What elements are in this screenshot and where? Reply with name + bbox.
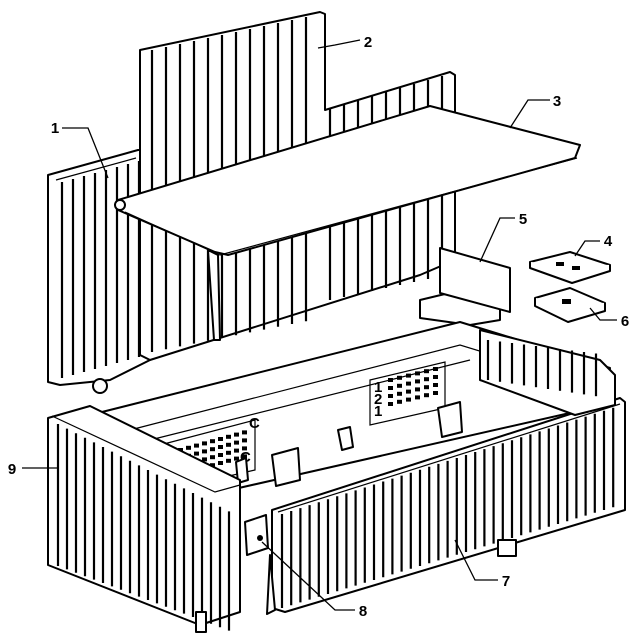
part-9-end-panel <box>47 405 241 633</box>
vent-slot <box>242 446 247 451</box>
vent-slot <box>210 447 215 452</box>
leader-lines <box>22 39 617 611</box>
vent-slot <box>433 375 438 379</box>
part-8-clip-plate <box>244 514 276 615</box>
part-1-left-side-panel <box>47 149 151 394</box>
right-end-ribs <box>486 340 598 397</box>
leader-7 <box>454 539 498 581</box>
part-7-front-grille <box>271 397 626 613</box>
callout-5: 5 <box>519 211 527 228</box>
part-7-ribs <box>280 407 615 608</box>
vent-slot <box>406 389 411 394</box>
part-4-slot <box>572 266 580 270</box>
leader-6 <box>589 307 617 321</box>
vent-slot <box>234 448 239 453</box>
part-3-top-shelf <box>114 105 581 341</box>
callout-7: 7 <box>502 573 510 590</box>
vent-slot <box>433 391 438 395</box>
vent-slot <box>388 394 393 398</box>
vent-slot <box>397 375 402 380</box>
board-mark: 1 <box>374 403 382 420</box>
vent-slot <box>415 379 420 384</box>
vent-slot <box>202 457 207 462</box>
vent-slot <box>226 442 231 447</box>
vent-slot <box>424 393 429 398</box>
vent-slot <box>406 381 411 386</box>
leader-1 <box>62 127 109 179</box>
leader-5 <box>479 217 515 263</box>
callout-6: 6 <box>621 313 629 330</box>
vent-slot <box>406 373 411 378</box>
board-mark: C <box>249 415 260 432</box>
vent-slot <box>226 434 231 439</box>
vent-slot <box>424 377 429 382</box>
right-end-panel <box>479 329 616 416</box>
part-6-slot <box>562 299 571 304</box>
vent-slot <box>424 369 429 374</box>
callout-9: 9 <box>8 461 16 478</box>
leader-8 <box>261 541 355 611</box>
part-6-bracket <box>534 287 606 323</box>
part-5-baffle-plate <box>439 247 511 313</box>
center-clip <box>337 426 354 451</box>
vent-slot <box>433 383 438 387</box>
callouts: 1 2 3 4 5 6 7 8 9 <box>8 34 629 620</box>
left-terminal <box>271 447 301 487</box>
vent-slot <box>242 430 247 435</box>
vent-slot <box>194 451 199 456</box>
vent-slot <box>397 391 402 396</box>
vent-slot <box>424 385 429 390</box>
part-1-hinge <box>92 378 108 394</box>
callout-2: 2 <box>364 34 372 51</box>
vent-slot <box>242 454 247 459</box>
board-mark: 2 <box>374 391 382 408</box>
vent-slot <box>194 443 199 448</box>
vent-slot <box>218 453 223 457</box>
vent-slot <box>234 456 239 461</box>
vent-slot <box>433 367 438 371</box>
part-7-foot <box>497 539 517 557</box>
vent-slot <box>210 439 215 444</box>
part-8-hole <box>257 535 263 541</box>
callout-8: 8 <box>359 603 367 620</box>
vent-slot <box>210 463 215 468</box>
vent-slot <box>202 441 207 446</box>
board-mark: 1 <box>374 379 382 396</box>
vent-slot <box>406 397 411 402</box>
vent-slot <box>388 386 393 390</box>
board-vents-right <box>388 367 438 406</box>
vent-slot <box>388 402 393 406</box>
leader-2 <box>317 39 361 49</box>
leader-4 <box>574 240 600 257</box>
right-terminal <box>437 401 463 438</box>
vent-slot <box>226 458 231 463</box>
vent-slot <box>415 371 420 376</box>
vent-slot <box>186 445 191 450</box>
vent-slot <box>226 450 231 455</box>
vent-slot <box>415 387 420 392</box>
leader-3 <box>509 99 550 129</box>
callout-3: 3 <box>553 93 561 110</box>
vent-slot <box>234 440 239 445</box>
vent-slot <box>210 455 215 460</box>
callout-4: 4 <box>604 233 613 250</box>
vent-slot <box>234 432 239 437</box>
vent-slot <box>218 445 223 449</box>
part-4-slot <box>556 262 564 266</box>
callout-1: 1 <box>51 120 59 137</box>
part-4-mounting-plate <box>529 251 611 284</box>
vent-slot <box>415 395 420 400</box>
vent-slot <box>218 437 223 441</box>
vent-slot <box>397 383 402 388</box>
part-9-foot <box>195 611 207 633</box>
part-9-ribs <box>56 424 231 631</box>
vent-slot <box>397 399 402 404</box>
vent-slot <box>218 461 223 465</box>
vent-slot <box>202 449 207 454</box>
part-3-pivot <box>114 199 126 211</box>
vent-slot <box>242 438 247 443</box>
side-clip <box>235 457 249 484</box>
vent-slot <box>388 378 393 382</box>
